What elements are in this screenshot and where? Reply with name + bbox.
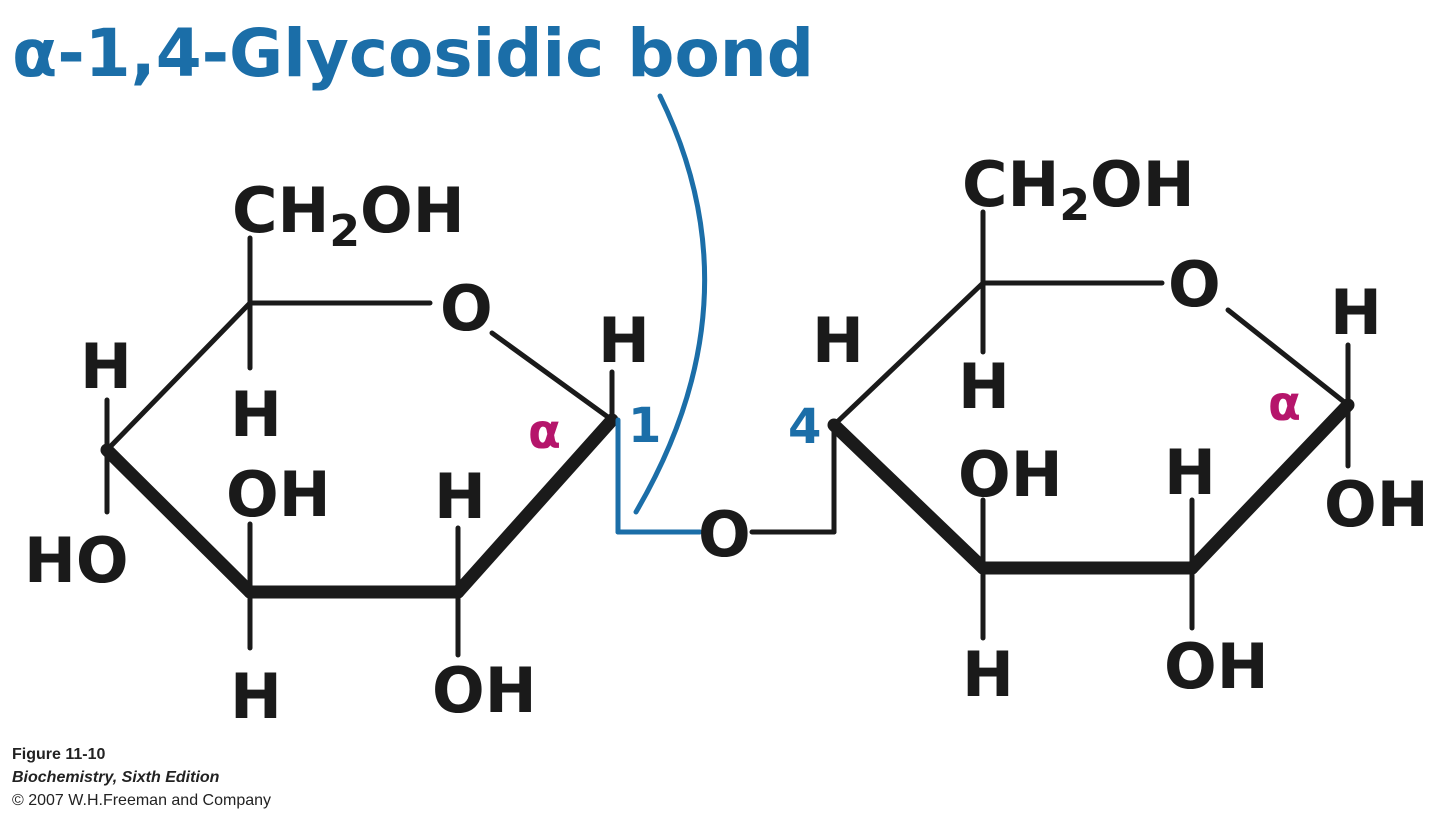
right-c2-h-label: H [1164,436,1216,509]
carbon-4-label: 4 [788,399,821,455]
left-ch2oh-label: CH2OH [232,174,465,257]
right-o-c1-bond [1225,307,1351,408]
right-c5-c4-bond [831,280,986,428]
left-c4-ho-label: HO [24,524,129,597]
book-title: Biochemistry, Sixth Edition [12,769,220,786]
right-c2-c1-bond [1185,398,1355,575]
right-alpha-label: α [1268,376,1301,432]
left-c2-c1-bond [451,413,619,599]
right-c4-c3-bond [827,418,990,575]
right-c5-h-label: H [958,350,1010,423]
right-c3-h-label: H [962,638,1014,711]
left-c5-h-label: H [230,378,282,451]
right-c4-h-label: H [812,304,864,377]
left-c2-oh-label: OH [432,654,537,727]
left-ring-oxygen: O [440,272,493,345]
right-c3-oh-label: OH [958,438,1063,511]
right-c1-oh-label: OH [1324,468,1429,541]
right-ring-oxygen: O [1168,248,1221,321]
diagram-title: α-1,4-Glycosidic bond [12,15,814,92]
left-c3-h-label: H [230,660,282,733]
left-c1-h-label: H [598,304,650,377]
left-c2-h-label: H [434,460,486,533]
left-o-c1-bond [489,330,615,423]
glycosidic-oxygen: O [698,498,751,571]
right-c2-oh-label: OH [1164,630,1269,703]
right-c1-h-label: H [1330,276,1382,349]
carbon-1-label: 1 [628,398,661,454]
left-c3-oh-label: OH [226,458,331,531]
right-glucose-ring: CH2OH O H H OH H H OH H OH α 4 [788,148,1429,711]
left-c5-c4-bond [104,300,253,453]
left-c4-c3-bond [100,443,257,599]
glycosidic-pointer [633,93,708,515]
copyright-notice: © 2007 W.H.Freeman and Company [12,792,272,809]
left-alpha-label: α [528,404,561,460]
glycosidic-linkage: O [615,417,837,571]
left-c4-h-label: H [80,330,132,403]
right-ch2oh-label: CH2OH [962,148,1195,231]
figure-number: Figure 11-10 [12,746,106,763]
left-glucose-ring: CH2OH O H H OH H HO H OH H α 1 [24,174,661,733]
